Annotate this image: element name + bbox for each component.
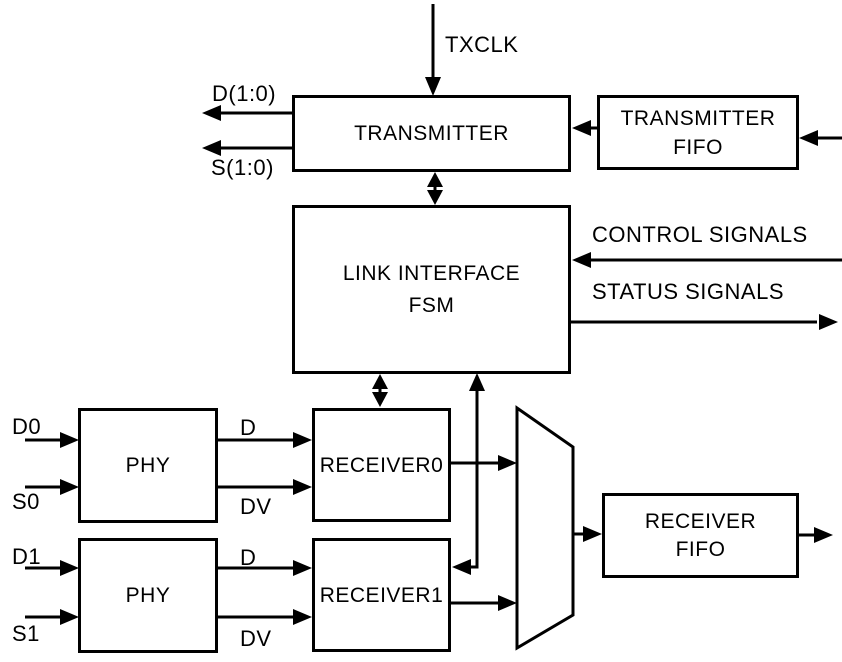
receiver1-block: RECEIVER1	[312, 538, 451, 652]
status-signals-label: STATUS SIGNALS	[592, 279, 785, 304]
d0-arrowhead	[60, 432, 79, 448]
transmitter-fifo-label-line1: TRANSMITTER	[620, 106, 776, 130]
tx-fsm-arrowhead-up	[427, 172, 443, 187]
d-bus-label: D(1:0)	[212, 81, 277, 106]
receiver0-label: RECEIVER0	[319, 453, 444, 477]
s1-arrowhead	[60, 609, 79, 625]
phy1-dv-label: DV	[240, 626, 272, 651]
fsm-label-line1: LINK INTERFACE	[342, 261, 521, 285]
phy0-d-label: D	[240, 415, 257, 440]
fsm-rx0-arrowhead-down	[372, 392, 388, 407]
receiver0-block: RECEIVER0	[312, 408, 451, 522]
s0-label: S0	[12, 489, 40, 514]
phy0-label: PHY	[125, 454, 171, 477]
receiver-fifo-label-line1: RECEIVER	[644, 509, 757, 533]
fsm-rx1-arrowhead-left	[452, 559, 471, 575]
phy1-dv-arrowhead	[293, 609, 312, 625]
s-bus-label: S(1:0)	[211, 155, 274, 180]
d1-arrowhead	[60, 560, 79, 576]
rxfifo-output-arrowhead	[814, 527, 833, 543]
fsm-rx0-arrowhead-up	[372, 374, 388, 389]
d1-label: D1	[12, 544, 42, 569]
txclk-label: TXCLK	[445, 32, 519, 57]
tx-fsm-arrowhead-down	[427, 190, 443, 205]
phy0-block: PHY	[78, 408, 218, 523]
txclk-arrowhead-down	[425, 77, 441, 96]
transmitter-label: TRANSMITTER	[354, 122, 509, 145]
s0-arrowhead	[60, 479, 79, 495]
transmitter-fifo-label-line2: FIFO	[673, 135, 723, 159]
s1-label: S1	[12, 621, 40, 646]
txfifo-input-arrowhead	[799, 130, 818, 146]
receiver0-mux-arrowhead	[498, 455, 517, 471]
link-interface-fsm-block: LINK INTERFACE FSM	[292, 205, 571, 374]
phy1-d-arrowhead	[293, 560, 312, 576]
control-signals-arrowhead	[572, 252, 591, 268]
fsm-receiver1-link-line	[470, 390, 479, 569]
txfifo-to-transmitter-arrowhead	[572, 120, 591, 136]
phy0-dv-label: DV	[240, 494, 272, 519]
receiver-fifo-block: RECEIVER FIFO	[602, 493, 799, 578]
control-signals-label: CONTROL SIGNALS	[592, 222, 808, 247]
s-bus-arrowhead-left	[202, 140, 221, 156]
status-signals-arrowhead	[819, 314, 838, 330]
receiver1-mux-arrowhead	[498, 595, 517, 611]
transmitter-fifo-block: TRANSMITTER FIFO	[597, 95, 799, 170]
phy1-d-label: D	[240, 545, 257, 570]
phy0-d-arrowhead	[293, 432, 312, 448]
d0-label: D0	[12, 414, 42, 439]
fsm-rx1-arrowhead-up	[469, 373, 485, 391]
mux-trapezoid	[515, 405, 575, 651]
d-bus-arrowhead-left	[202, 105, 221, 121]
phy1-label: PHY	[125, 584, 171, 607]
transmitter-block: TRANSMITTER	[292, 95, 571, 172]
fsm-label-line2: FSM	[408, 293, 455, 317]
mux-rxfifo-arrowhead	[583, 526, 602, 542]
phy0-dv-arrowhead	[293, 479, 312, 495]
receiver1-label: RECEIVER1	[319, 583, 444, 607]
phy1-block: PHY	[78, 538, 218, 653]
receiver-fifo-label-line2: FIFO	[675, 537, 726, 561]
